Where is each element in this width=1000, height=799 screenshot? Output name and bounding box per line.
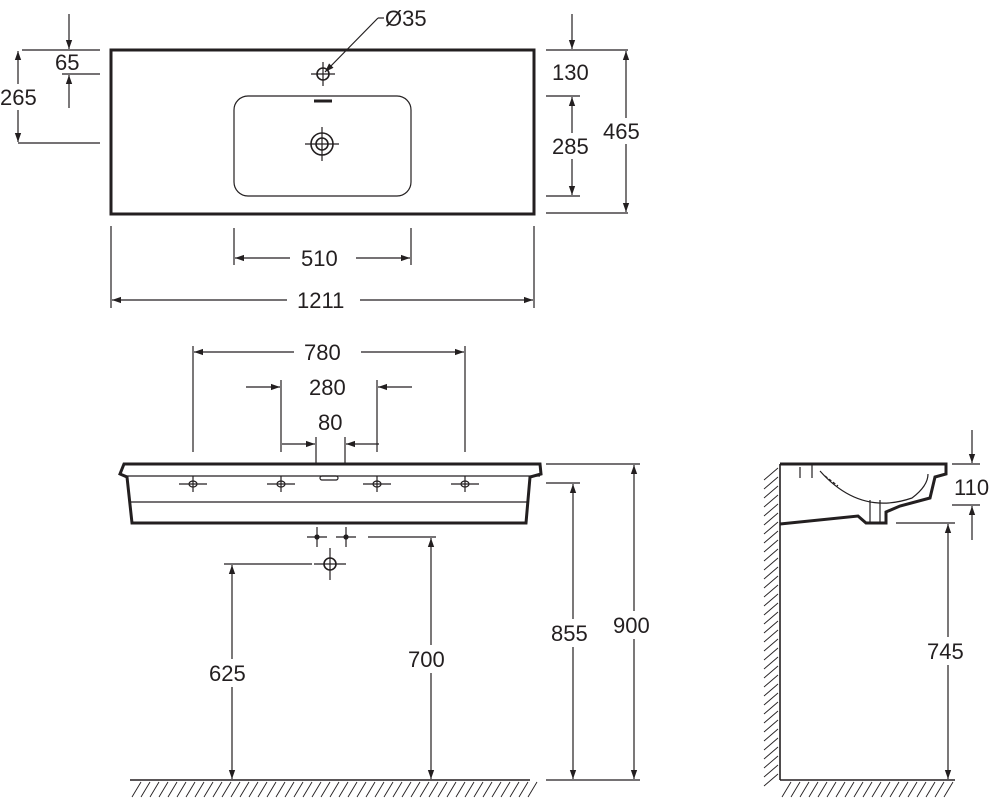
supply-points	[307, 527, 356, 547]
hole-diameter-label: Ø35	[385, 6, 427, 31]
waste-outlet-symbol	[314, 548, 346, 580]
overflow-slot-front	[319, 475, 339, 481]
dim-465-label: 465	[603, 119, 640, 144]
tap-hole-marks	[179, 476, 479, 492]
side-view: 110 745	[763, 430, 989, 798]
dim-625-label: 625	[209, 661, 246, 686]
wall-hatch	[763, 467, 954, 798]
tap-hole-symbol	[311, 62, 335, 86]
bowl-outline	[233, 95, 412, 197]
basin-top-outline	[109, 48, 536, 216]
floor-hatch	[131, 781, 538, 798]
dim-1211-label: 1211	[297, 288, 344, 313]
basin-front-outline	[118, 462, 543, 525]
dim-700-label: 700	[408, 647, 445, 672]
dim-900-label: 900	[613, 613, 650, 638]
dim-745-label: 745	[927, 639, 964, 664]
basin-side-outline	[779, 462, 948, 526]
bowl-curve	[819, 470, 929, 504]
dim-130-label: 130	[552, 60, 589, 85]
hole-leader-line	[324, 17, 379, 73]
dim-510-label: 510	[301, 246, 338, 271]
dim-285-label: 285	[552, 134, 589, 159]
dim-110-label: 110	[954, 475, 989, 500]
drain-symbol	[305, 127, 339, 161]
dim-80-label: 80	[318, 410, 342, 435]
top-view: Ø35 65 265 130 285 465 510 1211	[0, 6, 649, 313]
dim-855-label: 855	[551, 621, 588, 646]
front-view: 780 280 80 625 700 855 900	[118, 340, 657, 798]
dim-265-label: 265	[0, 85, 37, 110]
dim-280-label: 280	[309, 375, 346, 400]
dim-780-label: 780	[304, 340, 341, 365]
dim-65-label: 65	[55, 50, 79, 75]
